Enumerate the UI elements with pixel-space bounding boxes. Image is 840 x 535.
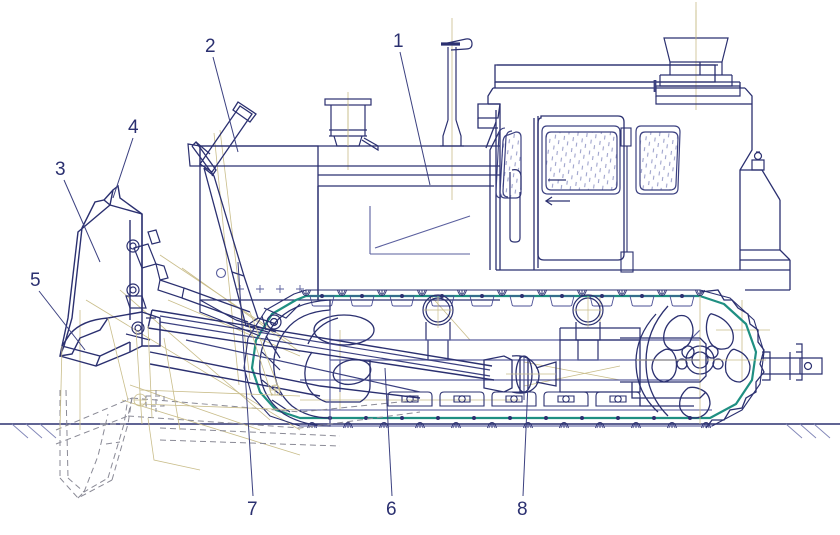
cab-rear-window <box>635 125 681 195</box>
cab-side-window-outer <box>495 127 506 199</box>
callout-label-2: 2 <box>205 36 216 57</box>
cab-door-window <box>541 125 621 195</box>
track-rollers <box>387 391 641 407</box>
door-arrow-indicator <box>544 196 570 206</box>
lift-cylinder-bracket <box>187 141 211 167</box>
cab-pillar-hardware <box>620 127 634 273</box>
track-chain-pitch-line <box>250 294 758 420</box>
roof-air-cleaner <box>655 10 741 105</box>
hood-fastener-marks <box>236 285 304 293</box>
rear-sprocket <box>635 289 766 429</box>
callout-label-5: 5 <box>30 270 41 291</box>
callout-label-1: 1 <box>393 31 404 52</box>
rear-fender <box>740 169 791 291</box>
front-idler <box>259 299 375 427</box>
cab-door <box>533 115 625 270</box>
construction-lines <box>79 2 770 456</box>
engine-hood-detail <box>215 206 471 279</box>
callout-label-6: 6 <box>386 499 397 520</box>
engine-hood <box>199 145 500 301</box>
exhaust-stack <box>440 38 473 147</box>
track-shoes-top <box>301 289 705 307</box>
callout-label-8: 8 <box>517 499 528 520</box>
callout-label-3: 3 <box>55 159 66 180</box>
push-arms <box>147 309 495 399</box>
callout-leader-lines <box>38 51 529 497</box>
track-frame-box <box>559 327 641 393</box>
cab-side-window <box>499 130 522 199</box>
ghost-blade-lowered <box>59 389 133 499</box>
front-frame <box>199 299 277 337</box>
track-shoes-bottom <box>300 409 712 429</box>
cab-door-handle <box>509 169 522 243</box>
blade-pivot-hardware <box>125 283 156 341</box>
push-arm-secondary <box>159 315 491 393</box>
callout-label-4: 4 <box>128 117 139 138</box>
rear-drawbar <box>762 343 823 381</box>
callout-label-7: 7 <box>247 499 258 520</box>
ghost-cylinder-lowered <box>145 390 165 412</box>
operator-cab <box>477 10 753 273</box>
blade-tilt-cylinder <box>126 229 251 323</box>
dozer-blade <box>59 184 161 367</box>
final-drive-housing <box>620 337 707 407</box>
ghost-construction-lines <box>59 311 301 471</box>
fender-lamp <box>751 151 765 171</box>
air-pre-cleaner <box>324 98 379 152</box>
